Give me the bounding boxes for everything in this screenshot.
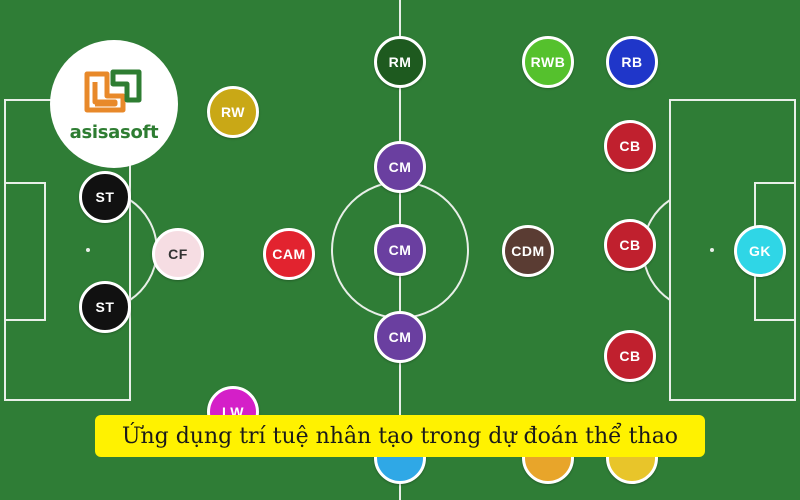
right-penalty-spot <box>710 248 714 252</box>
player-cb-mid: CB <box>604 219 656 271</box>
player-cdm: CDM <box>502 225 554 277</box>
left-goal-area <box>4 182 46 321</box>
player-rm: RM <box>374 36 426 88</box>
player-st-top: ST <box>79 171 131 223</box>
player-cf: CF <box>152 228 204 280</box>
caption-text: Ứng dụng trí tuệ nhân tạo trong dự đoán … <box>121 423 679 449</box>
player-cm-top: CM <box>374 141 426 193</box>
logo-mark-icon <box>84 69 142 112</box>
asisasoft-logo: asisasoft <box>50 40 178 168</box>
player-rwb: RWB <box>522 36 574 88</box>
player-st-bottom: ST <box>79 281 131 333</box>
caption-banner: Ứng dụng trí tuệ nhân tạo trong dự đoán … <box>95 415 705 457</box>
left-penalty-spot <box>86 248 90 252</box>
player-rw: RW <box>207 86 259 138</box>
player-cm-bottom: CM <box>374 311 426 363</box>
player-rb: RB <box>606 36 658 88</box>
player-cam: CAM <box>263 228 315 280</box>
player-cm-mid: CM <box>374 224 426 276</box>
logo-wordmark: asisasoft <box>69 121 159 143</box>
player-cb-top: CB <box>604 120 656 172</box>
player-cb-bottom: CB <box>604 330 656 382</box>
player-gk: GK <box>734 225 786 277</box>
